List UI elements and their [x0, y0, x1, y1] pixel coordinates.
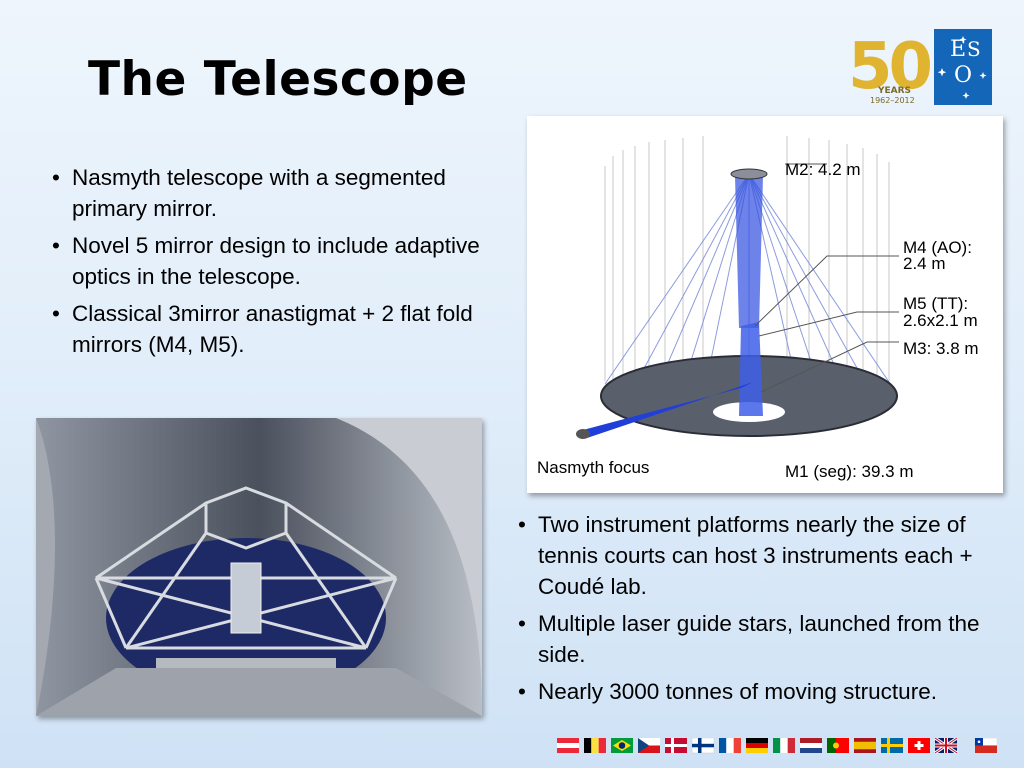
optical-layout-diagram: M2: 4.2 m M4 (AO): 2.4 m M5 (TT): 2.6x2.… [527, 116, 1003, 493]
label-m4-line1: M4 (AO): [903, 238, 972, 257]
flag-finland-icon [691, 738, 715, 754]
telescope-rendering-image [36, 418, 482, 716]
member-state-flags [557, 738, 997, 755]
label-m5-line2: 2.6x2.1 m [903, 311, 978, 330]
telescope-rendering-svg [36, 418, 482, 716]
flag-netherlands-icon [800, 738, 822, 753]
flag-spain-icon [854, 738, 876, 753]
flag-denmark-icon [665, 738, 687, 753]
flag-brazil-icon [611, 738, 633, 753]
light-beam [735, 176, 763, 328]
bullet-item: Novel 5 mirror design to include adaptiv… [52, 230, 512, 292]
flag-belgium-icon [584, 738, 606, 753]
flag-portugal-icon [827, 738, 849, 753]
flag-italy-icon [773, 738, 795, 753]
logo-fifty: 50 [848, 30, 931, 104]
bullet-list-right: Two instrument platforms nearly the size… [518, 509, 1018, 713]
flag-austria-icon [557, 738, 579, 753]
bullet-item: Nearly 3000 tonnes of moving structure. [518, 676, 1018, 707]
nasmyth-beam [583, 382, 753, 438]
eso-50-years-logo: 50 YEARS 1962–2012 E S O [848, 29, 992, 105]
label-m3: M3: 3.8 m [903, 339, 979, 358]
diagram-svg: M2: 4.2 m M4 (AO): 2.4 m M5 (TT): 2.6x2.… [537, 136, 979, 481]
bullet-item: Two instrument platforms nearly the size… [518, 509, 1018, 602]
bullet-item: Classical 3mirror anastigmat + 2 flat fo… [52, 298, 512, 360]
flag-france-icon [719, 738, 741, 753]
label-m4-line2: 2.4 m [903, 254, 946, 273]
eso-letter-s: S [967, 37, 981, 61]
label-nasmyth-focus: Nasmyth focus [537, 458, 649, 477]
eso-letter-e: E [950, 37, 966, 62]
logo-years: YEARS [877, 86, 911, 96]
bullet-list-left: Nasmyth telescope with a segmented prima… [52, 162, 512, 366]
flag-germany-icon [746, 738, 768, 753]
nasmyth-focus-marker [576, 429, 590, 439]
flag-chile-icon [974, 738, 997, 753]
flag-switzerland-icon [908, 738, 930, 753]
flag-united-kingdom-icon [934, 738, 958, 755]
m3-tower [739, 322, 763, 416]
dome-outline [604, 136, 890, 412]
flag-czech-icon [638, 738, 660, 753]
logo-years-range: 1962–2012 [870, 96, 915, 105]
leader-lines [754, 163, 899, 393]
bullet-item: Nasmyth telescope with a segmented prima… [52, 162, 512, 224]
eso-letter-o: O [954, 63, 972, 88]
m2-mirror [730, 168, 768, 180]
label-m5-line1: M5 (TT): [903, 294, 968, 313]
eso-star-icon [937, 36, 987, 99]
bullet-item: Multiple laser guide stars, launched fro… [518, 608, 1018, 670]
label-m1: M1 (seg): 39.3 m [785, 462, 914, 481]
flag-sweden-icon [881, 738, 903, 753]
label-m2: M2: 4.2 m [785, 160, 861, 179]
slide-title: The Telescope [88, 52, 468, 107]
